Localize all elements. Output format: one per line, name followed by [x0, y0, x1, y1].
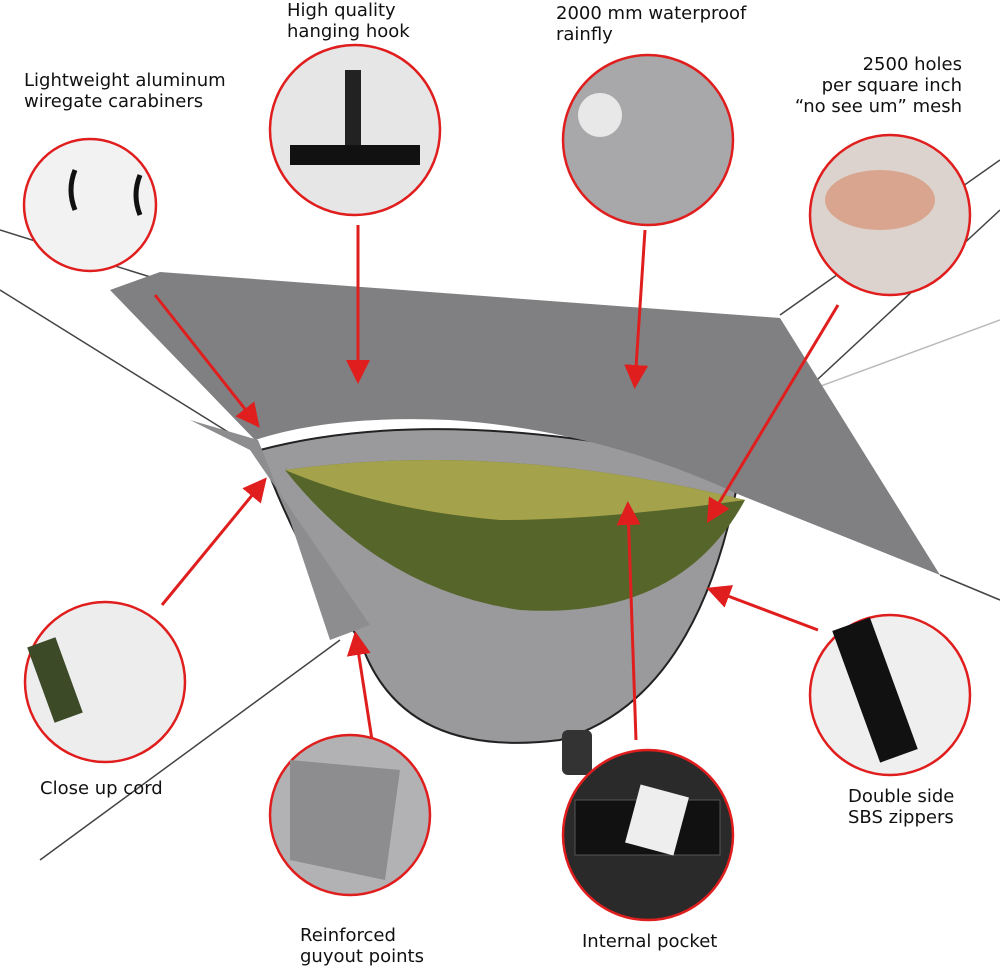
label-line: rainfly: [556, 24, 613, 45]
label-mesh: 2500 holes per square inch “no see um” m…: [795, 54, 962, 117]
label-line: Reinforced: [300, 925, 396, 946]
hook-strap: [345, 70, 361, 165]
label-line: High quality: [287, 0, 396, 21]
label-hook: High quality hanging hook: [287, 0, 410, 42]
detail-rainfly: [561, 53, 735, 227]
label-line: per square inch: [821, 75, 962, 96]
label-cord: Close up cord: [40, 778, 163, 799]
label-line: Lightweight aluminum: [24, 70, 226, 91]
arrow-mesh: [706, 304, 840, 524]
label-line: SBS zippers: [848, 807, 954, 828]
brand-logo: [578, 93, 622, 137]
label-line: wiregate carabiners: [24, 91, 204, 112]
zipper-image: [832, 617, 918, 763]
arrow-rainfly: [624, 229, 649, 389]
label-line: Internal pocket: [582, 931, 718, 952]
label-line: 2500 holes: [862, 54, 962, 75]
label-line: guyout points: [300, 946, 424, 967]
detail-carabiners: [22, 137, 158, 273]
label-carabiners: Lightweight aluminum wiregate carabiners: [24, 70, 226, 112]
arrow-guyout: [346, 631, 374, 741]
rainfly-tarp: [110, 272, 940, 575]
label-line: Double side: [848, 786, 955, 807]
carabiner-icon: [68, 169, 143, 216]
stuff-sack: [562, 730, 592, 775]
hand-image: [825, 170, 935, 230]
arrow-zippers: [706, 585, 819, 632]
arrow-cord: [160, 477, 267, 606]
label-line: 2000 mm waterproof: [556, 3, 747, 24]
phone-image: [625, 784, 689, 856]
label-zippers: Double side SBS zippers: [848, 786, 954, 828]
arrow-pocket: [616, 501, 641, 741]
label-rainfly: 2000 mm waterproof rainfly: [556, 3, 746, 45]
label-line: hanging hook: [287, 21, 410, 42]
callout-arrows: [153, 225, 840, 741]
label-line: “no see um” mesh: [794, 96, 962, 117]
detail-cord: [23, 600, 187, 764]
label-guyout: Reinforced guyout points: [300, 925, 424, 967]
label-pocket: Internal pocket: [582, 931, 717, 952]
label-line: Close up cord: [40, 778, 163, 799]
arrow-carabiners: [153, 294, 260, 428]
